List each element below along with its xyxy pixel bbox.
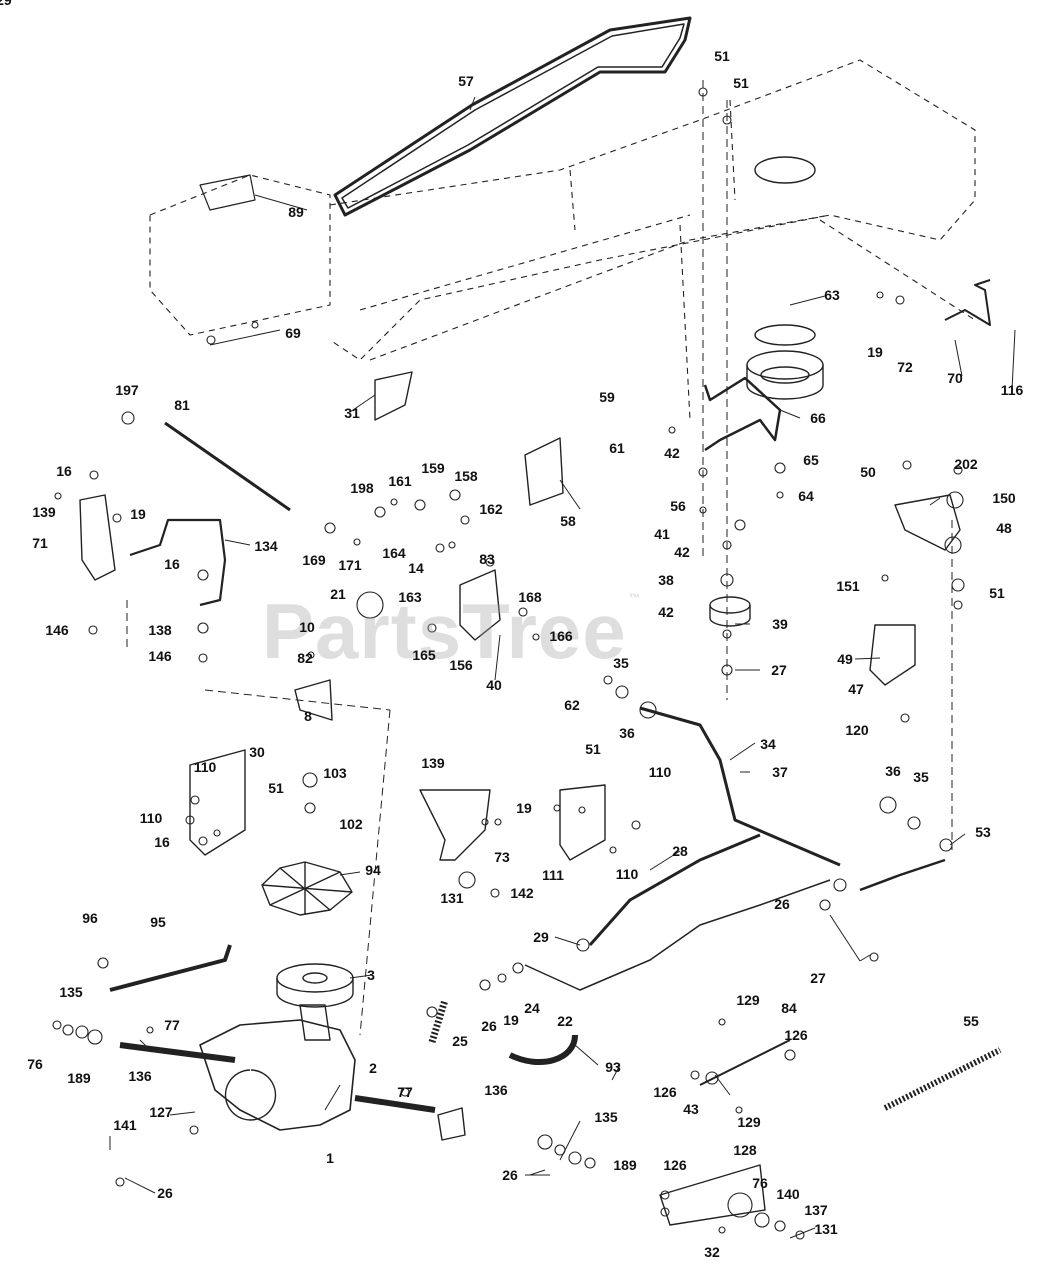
watermark-text: PartsTree xyxy=(262,587,627,675)
idler-arm-66 xyxy=(703,376,782,452)
bracket-71 xyxy=(79,494,116,581)
bracket-111 xyxy=(559,784,606,861)
shift-linkage xyxy=(129,518,227,607)
bracket-73 xyxy=(419,789,491,861)
control-rod-28 xyxy=(588,833,761,946)
hose-93 xyxy=(508,1034,578,1066)
bracket-48 xyxy=(894,494,961,551)
cooling-fan xyxy=(261,861,353,916)
idler-pulley-top xyxy=(754,324,816,346)
bracket-136 xyxy=(437,1107,466,1141)
spring-70 xyxy=(944,279,991,326)
rod-53 xyxy=(859,858,946,892)
return-spring xyxy=(883,1047,1002,1111)
brake-spring xyxy=(428,998,449,1044)
transaxle xyxy=(199,1019,356,1131)
frame-outline xyxy=(149,59,976,421)
bracket-58 xyxy=(524,437,564,506)
trademark-symbol: ™ xyxy=(628,591,642,605)
drive-pulley xyxy=(276,963,354,993)
bracket-30 xyxy=(189,749,246,856)
control-rod-34 xyxy=(639,706,841,867)
rod-22 xyxy=(524,879,831,991)
shift-rod xyxy=(164,421,291,512)
drive-belt-inner xyxy=(341,23,685,209)
bracket-128 xyxy=(659,1164,766,1226)
bracket-8 xyxy=(294,679,333,721)
bracket-165 xyxy=(459,569,501,641)
arm-84 xyxy=(699,1039,791,1086)
bracket-49 xyxy=(869,624,916,686)
drive-belt xyxy=(333,16,692,217)
bracket-31 xyxy=(374,371,413,421)
lever-95 xyxy=(109,944,232,992)
